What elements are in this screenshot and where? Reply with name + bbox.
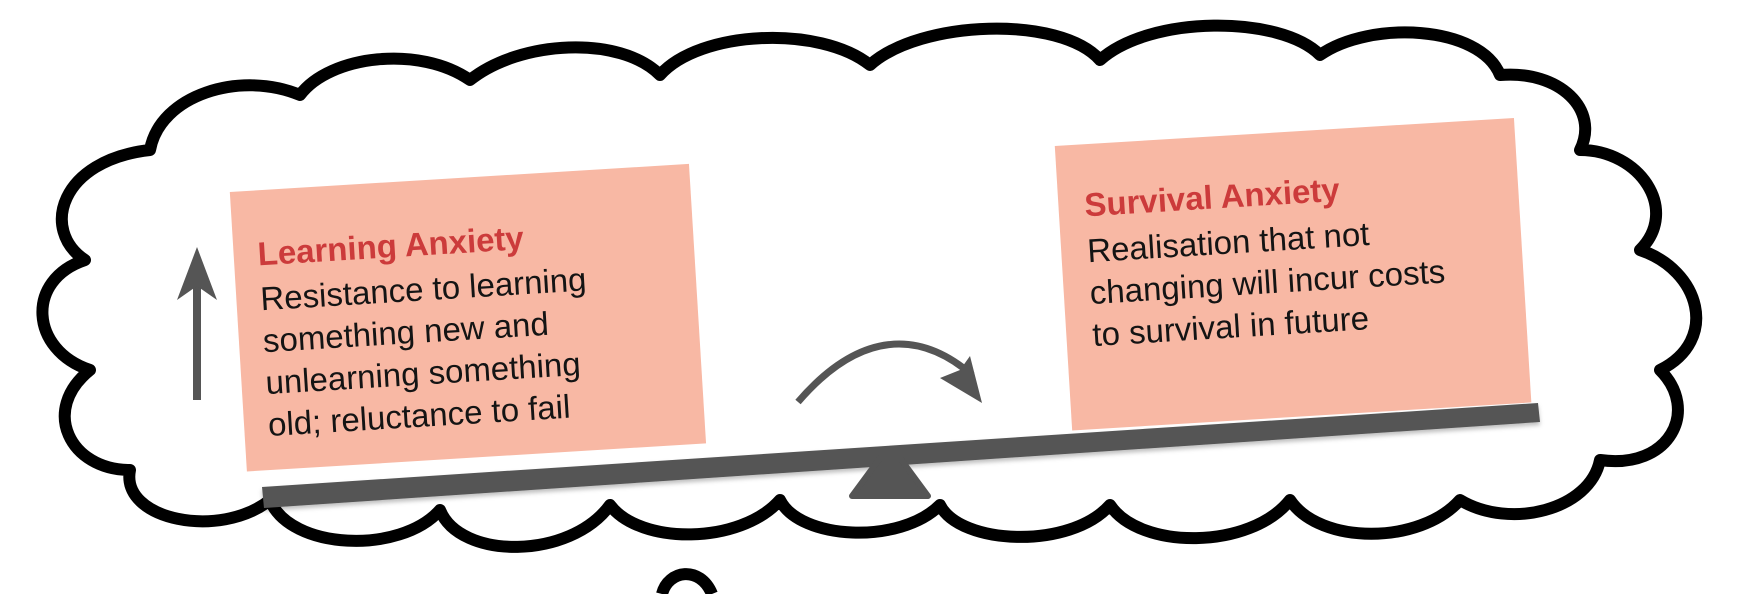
thought-bubble-tail <box>656 568 718 594</box>
survival-anxiety-card-bg <box>1054 117 1532 431</box>
learning-anxiety-card: Learning Anxiety Resistance to learning … <box>229 163 707 472</box>
triangle-fulcrum-icon <box>849 455 931 499</box>
arrow-up-icon <box>177 247 217 400</box>
learning-anxiety-card-bg <box>229 163 707 472</box>
survival-anxiety-card: Survival Anxiety Realisation that not ch… <box>1054 117 1532 431</box>
curved-arrow-right-icon <box>795 340 982 405</box>
